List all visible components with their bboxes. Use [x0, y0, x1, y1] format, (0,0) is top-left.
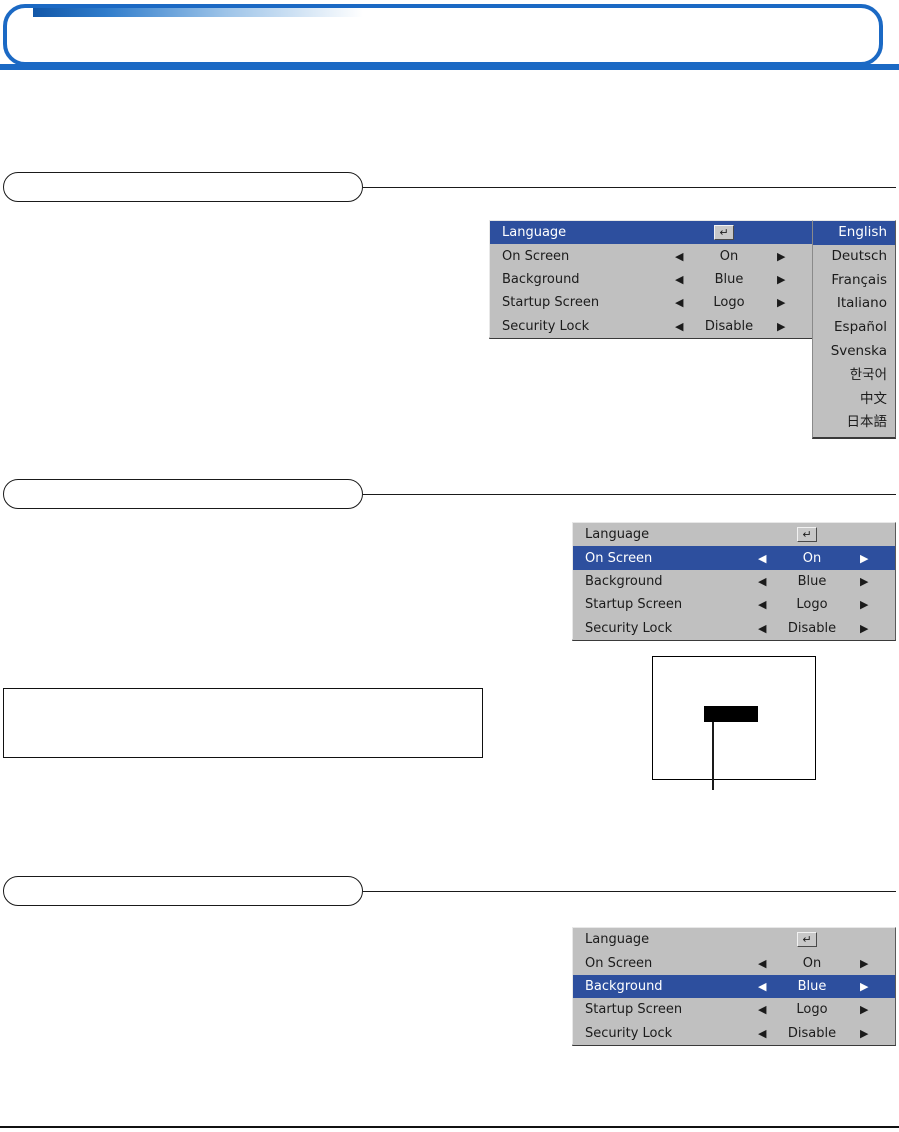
osd-label-startup-screen: Startup Screen [502, 295, 600, 311]
osd-row-security-lock[interactable]: Security Lock ◀ Disable ▶ [573, 616, 895, 640]
osd-row-startup-screen[interactable]: Startup Screen ◀ Logo ▶ [490, 291, 813, 315]
arrow-right-icon[interactable]: ▶ [860, 1003, 869, 1017]
osd-label-language: Language [585, 932, 650, 948]
language-item-svenska[interactable]: Svenska [813, 339, 895, 364]
osd-row-startup-screen[interactable]: Startup Screen ◀ Logo ▶ [573, 593, 895, 617]
arrow-left-icon[interactable]: ◀ [675, 296, 684, 310]
language-item-espanol[interactable]: Español [813, 316, 895, 340]
note-box [3, 688, 483, 758]
arrow-left-icon[interactable]: ◀ [758, 598, 767, 612]
section-pill-3 [3, 876, 363, 906]
callout-leader-line [712, 722, 714, 790]
language-item-francais[interactable]: Français [813, 268, 895, 293]
osd-label-background: Background [585, 978, 663, 994]
language-item-chinese[interactable]: 中文 [813, 387, 895, 412]
osd-label-background: Background [585, 573, 663, 589]
osd-value-security-lock: Disable [787, 620, 837, 636]
language-item-italiano[interactable]: Italiano [813, 292, 895, 317]
osd-value-security-lock: Disable [704, 318, 754, 334]
osd-value-background: Blue [714, 271, 744, 287]
osd-value-on-screen: On [719, 248, 739, 264]
section-pill-2 [3, 479, 363, 509]
language-item-japanese[interactable]: 日本語 [813, 411, 895, 436]
osd-row-background[interactable]: Background ◀ Blue ▶ [490, 267, 813, 292]
osd-label-startup-screen: Startup Screen [585, 1002, 683, 1018]
arrow-left-icon[interactable]: ◀ [675, 319, 684, 333]
arrow-left-icon[interactable]: ◀ [675, 249, 684, 263]
osd-label-on-screen: On Screen [502, 248, 570, 264]
arrow-left-icon[interactable]: ◀ [758, 1003, 767, 1017]
osd-row-on-screen[interactable]: On Screen ◀ On ▶ [573, 951, 895, 975]
osd-menu-language-open[interactable]: Language ↵ On Screen ◀ On ▶ Background ◀… [489, 220, 814, 339]
arrow-right-icon[interactable]: ▶ [860, 621, 869, 635]
osd-row-startup-screen[interactable]: Startup Screen ◀ Logo ▶ [573, 998, 895, 1022]
arrow-left-icon[interactable]: ◀ [758, 551, 767, 565]
section-header-3 [3, 876, 896, 906]
arrow-right-icon[interactable]: ▶ [860, 598, 869, 612]
osd-row-language[interactable]: Language ↵ [573, 523, 895, 547]
osd-value-on-screen: On [802, 955, 822, 971]
osd-label-security-lock: Security Lock [502, 318, 590, 334]
section-rule-1 [363, 187, 896, 188]
footer-rule [0, 1126, 899, 1128]
section-rule-3 [363, 891, 896, 892]
osd-value-background: Blue [797, 978, 827, 994]
section-header-2 [3, 479, 896, 509]
osd-label-security-lock: Security Lock [585, 1025, 673, 1041]
arrow-left-icon[interactable]: ◀ [675, 272, 684, 286]
arrow-left-icon[interactable]: ◀ [758, 1026, 767, 1040]
arrow-right-icon[interactable]: ▶ [860, 979, 869, 993]
language-item-deutsch[interactable]: Deutsch [813, 244, 895, 269]
osd-label-language: Language [502, 225, 567, 241]
osd-row-security-lock[interactable]: Security Lock ◀ Disable ▶ [573, 1021, 895, 1045]
osd-row-background[interactable]: Background ◀ Blue ▶ [573, 569, 895, 594]
arrow-left-icon[interactable]: ◀ [758, 574, 767, 588]
enter-key-icon[interactable]: ↵ [714, 225, 734, 240]
arrow-right-icon[interactable]: ▶ [860, 956, 869, 970]
osd-value-on-screen: On [802, 550, 822, 566]
arrow-left-icon[interactable]: ◀ [758, 979, 767, 993]
arrow-right-icon[interactable]: ▶ [860, 1026, 869, 1040]
arrow-right-icon[interactable]: ▶ [860, 551, 869, 565]
osd-row-background[interactable]: Background ◀ Blue ▶ [573, 974, 895, 999]
osd-menu-on-screen[interactable]: Language ↵ On Screen ◀ On ▶ Background ◀… [572, 522, 896, 641]
osd-label-language: Language [585, 527, 650, 543]
on-screen-display-bar [704, 706, 758, 722]
section-rule-2 [363, 494, 896, 495]
osd-row-language[interactable]: Language ↵ [490, 221, 813, 245]
arrow-right-icon[interactable]: ▶ [777, 272, 786, 286]
osd-value-security-lock: Disable [787, 1025, 837, 1041]
header-gradient-band [33, 8, 363, 17]
osd-value-background: Blue [797, 573, 827, 589]
osd-row-on-screen[interactable]: On Screen ◀ On ▶ [573, 546, 895, 570]
arrow-right-icon[interactable]: ▶ [860, 574, 869, 588]
osd-menu-background[interactable]: Language ↵ On Screen ◀ On ▶ Background ◀… [572, 927, 896, 1046]
osd-label-security-lock: Security Lock [585, 620, 673, 636]
osd-label-on-screen: On Screen [585, 550, 653, 566]
osd-row-security-lock[interactable]: Security Lock ◀ Disable ▶ [490, 314, 813, 338]
section-pill-1 [3, 172, 363, 202]
enter-key-icon[interactable]: ↵ [797, 527, 817, 542]
page-header-frame [3, 4, 883, 66]
osd-label-background: Background [502, 271, 580, 287]
osd-label-on-screen: On Screen [585, 955, 653, 971]
language-submenu-list[interactable]: English Deutsch Français Italiano Españo… [812, 220, 896, 439]
osd-value-startup-screen: Logo [796, 1002, 828, 1018]
language-item-english[interactable]: English [813, 221, 895, 245]
section-header-1 [3, 172, 896, 202]
arrow-right-icon[interactable]: ▶ [777, 296, 786, 310]
osd-value-startup-screen: Logo [796, 597, 828, 613]
osd-value-startup-screen: Logo [713, 295, 745, 311]
osd-row-on-screen[interactable]: On Screen ◀ On ▶ [490, 244, 813, 268]
language-item-korean[interactable]: 한국어 [813, 363, 895, 388]
header-rule [0, 64, 899, 70]
enter-key-icon[interactable]: ↵ [797, 932, 817, 947]
osd-label-startup-screen: Startup Screen [585, 597, 683, 613]
arrow-right-icon[interactable]: ▶ [777, 319, 786, 333]
osd-row-language[interactable]: Language ↵ [573, 928, 895, 952]
arrow-left-icon[interactable]: ◀ [758, 956, 767, 970]
arrow-right-icon[interactable]: ▶ [777, 249, 786, 263]
arrow-left-icon[interactable]: ◀ [758, 621, 767, 635]
